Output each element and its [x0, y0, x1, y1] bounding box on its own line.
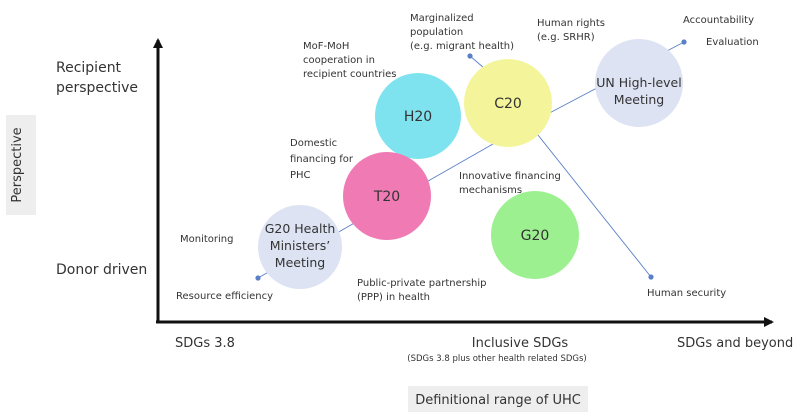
dot-resource-efficiency: [255, 275, 261, 281]
h20-label: H20: [404, 109, 432, 125]
annot-domestic-line1: Domestic: [290, 138, 337, 149]
annot-ppp-line2: (PPP) in health: [357, 292, 430, 303]
t20-label: T20: [373, 189, 400, 205]
dot-human-security: [648, 274, 654, 280]
un-high-level-circle: [595, 39, 683, 127]
annot-human-security: Human security: [647, 288, 726, 299]
c20-circle: [464, 59, 552, 147]
un-label-line2: Meeting: [614, 92, 664, 107]
annot-monitoring: Monitoring: [180, 234, 233, 245]
x-axis-title: Definitional range of UHC: [415, 393, 581, 408]
annot-innovative-line2: mechanisms: [459, 185, 522, 196]
annot-marginalized-line3: (e.g. migrant health): [410, 41, 514, 52]
annot-ppp-line1: Public-private partnership: [357, 278, 487, 289]
g20hm-label-line2: Ministers’: [270, 238, 330, 253]
connector-dots: [255, 39, 687, 281]
x-mid-label: Inclusive SDGs: [472, 336, 569, 351]
annot-accountability: Accountability: [683, 15, 754, 26]
annot-domestic-line2: financing for: [290, 154, 354, 165]
x-right-label: SDGs and beyond: [677, 336, 793, 351]
un-label-line1: UN High-level: [596, 75, 681, 90]
t20-circle: [343, 152, 431, 240]
annot-mof-moh-line2: cooperation in: [303, 55, 375, 66]
annot-domestic-line3: PHC: [290, 170, 311, 181]
y-bottom-label: Donor driven: [56, 262, 147, 278]
dot-accountability: [681, 39, 687, 45]
annot-innovative-line1: Innovative financing: [459, 171, 561, 182]
annot-human-rights-line1: Human rights: [537, 18, 605, 29]
g20hm-label-line3: Meeting: [275, 255, 325, 270]
x-mid-sublabel: (SDGs 3.8 plus other health related SDGs…: [407, 354, 586, 364]
annot-evaluation: Evaluation: [706, 37, 759, 48]
g20-circle: [491, 191, 579, 279]
g20-label: G20: [521, 228, 550, 244]
annot-marginalized-line2: population: [410, 27, 463, 38]
g20-health-ministers-circle: [258, 205, 342, 289]
dot-marginalized: [467, 53, 473, 59]
x-left-label: SDGs 3.8: [175, 336, 235, 351]
annot-human-rights-line2: (e.g. SRHR): [537, 32, 595, 43]
y-top-label-line2: perspective: [56, 80, 138, 96]
connector-human-security: [529, 124, 652, 278]
y-axis-title-box: [6, 115, 36, 215]
annotations: Marginalized population (e.g. migrant he…: [176, 13, 759, 303]
c20-label: C20: [494, 96, 522, 112]
h20-circle: [375, 73, 461, 159]
annot-mof-moh-line1: MoF-MoH: [303, 41, 349, 52]
x-axis-title-box: [408, 386, 588, 412]
y-top-label-line1: Recipient: [56, 60, 122, 76]
g20hm-label-line1: G20 Health: [265, 221, 336, 236]
annot-mof-moh-line3: recipient countries: [303, 69, 397, 80]
annot-resource-efficiency: Resource efficiency: [176, 291, 273, 302]
y-axis-title: Perspective: [10, 127, 25, 202]
annot-marginalized-line1: Marginalized: [410, 13, 474, 24]
